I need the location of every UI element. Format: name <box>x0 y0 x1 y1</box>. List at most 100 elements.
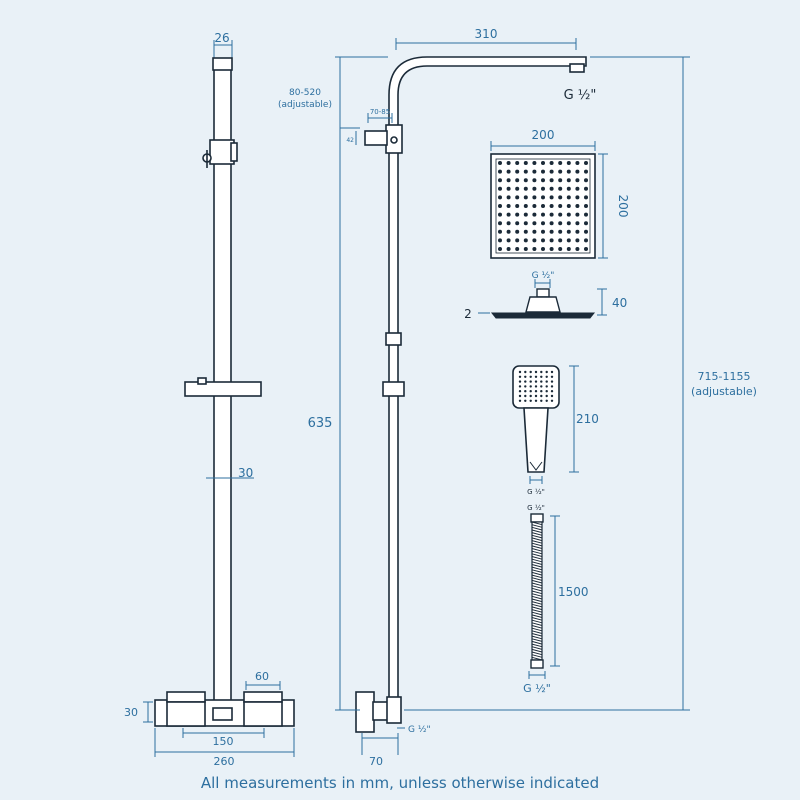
head-nozzle <box>541 247 545 251</box>
hose-coil <box>531 635 543 640</box>
head-nozzle <box>506 221 511 226</box>
head-width-label: 200 <box>532 128 555 142</box>
head-nozzle <box>498 169 502 174</box>
head-nozzle <box>523 169 528 174</box>
side-valve-handle <box>355 691 375 733</box>
head-nozzle <box>532 169 537 174</box>
head-connector-nut <box>536 288 550 298</box>
head-nozzle <box>584 178 588 183</box>
hose-coil <box>531 633 543 637</box>
head-nozzle <box>541 195 545 200</box>
head-nozzle <box>566 229 571 234</box>
head-nozzle <box>566 195 571 200</box>
handset-nozzle <box>524 394 527 398</box>
hose-coil <box>531 622 543 626</box>
handset-nozzle <box>540 390 543 393</box>
head-nozzle <box>515 247 520 251</box>
hose-coil <box>531 558 543 563</box>
head-nozzle <box>558 169 563 174</box>
handset-nozzle <box>540 370 543 374</box>
handset-nozzle <box>540 394 543 398</box>
handset-nozzle <box>529 385 532 388</box>
side-top-bracket-screw <box>390 136 398 144</box>
head-nozzle <box>575 247 580 251</box>
handset-handle-end <box>529 461 543 471</box>
head-nozzle <box>506 195 511 200</box>
head-nozzle <box>566 212 571 217</box>
hose-coil <box>531 564 543 568</box>
head-nozzle <box>584 204 588 208</box>
head-nozzle <box>506 238 511 243</box>
head-nozzle <box>506 161 511 165</box>
hose-coil <box>531 601 543 605</box>
head-nozzle <box>558 204 563 208</box>
hose-coil <box>531 606 543 611</box>
hose-top-thread-label: G ½" <box>527 504 545 512</box>
handset-nozzle <box>550 390 554 393</box>
head-nozzle <box>515 238 520 243</box>
head-nozzle <box>498 186 502 191</box>
hose-coil <box>531 534 543 539</box>
hose-coil <box>531 638 543 642</box>
head-nozzle <box>558 195 563 200</box>
hose-coil <box>531 537 543 542</box>
hose-coil <box>531 630 543 634</box>
hose-coil <box>531 553 543 557</box>
head-nozzle <box>498 212 502 217</box>
head-nozzle <box>532 186 537 191</box>
front-slider-knob <box>197 377 207 385</box>
head-nozzle <box>498 195 502 200</box>
head-nozzle <box>506 178 511 183</box>
hose-coil <box>531 566 543 571</box>
hose-coil <box>531 540 543 544</box>
head-nozzle <box>523 229 528 234</box>
head-nozzle <box>532 238 537 243</box>
handset-nozzle <box>550 399 554 402</box>
head-nozzle <box>584 229 588 234</box>
handset-nozzle <box>545 375 548 378</box>
head-nozzle <box>506 204 511 208</box>
valve-height-label: 30 <box>124 706 138 719</box>
head-nozzle <box>532 221 537 226</box>
handset-nozzle <box>518 375 522 378</box>
hose-coil <box>531 625 543 629</box>
head-nozzle <box>549 169 554 174</box>
head-nozzle <box>541 221 545 226</box>
hose-coil <box>531 593 543 597</box>
handset-nozzle <box>529 399 532 402</box>
head-nozzle <box>498 247 502 251</box>
valve-width-label: 260 <box>214 755 235 768</box>
head-nozzle <box>549 195 554 200</box>
rail-height-label: 635 <box>308 416 333 431</box>
hose-top-nut <box>530 513 544 523</box>
head-nozzle <box>575 161 580 165</box>
head-nozzle <box>549 161 554 165</box>
head-nozzle <box>575 229 580 234</box>
footer-note: All measurements in mm, unless otherwise… <box>200 774 600 792</box>
valve-projection-label: 70 <box>369 755 383 768</box>
head-nozzle <box>566 186 571 191</box>
front-valve-right-inlet <box>243 691 283 703</box>
handset-nozzle <box>545 399 548 402</box>
hose-coil <box>531 646 543 650</box>
head-nozzle <box>523 161 528 165</box>
hose-coil <box>531 532 543 536</box>
handset-nozzle <box>534 370 538 374</box>
head-nozzle <box>549 221 554 226</box>
head-nozzle <box>532 229 537 234</box>
head-nozzle <box>523 212 528 217</box>
handset-nozzle <box>529 394 532 398</box>
hose-coil <box>531 643 543 648</box>
side-top-bracket-arm <box>364 130 388 146</box>
hose-coil <box>531 550 543 555</box>
head-nozzle <box>584 169 588 174</box>
shower-head-top-view: 200 200 <box>490 128 630 259</box>
head-nozzle <box>549 212 554 217</box>
handset-nozzle <box>524 370 527 374</box>
hose-coil <box>531 651 543 656</box>
side-joint-ring <box>385 332 402 346</box>
handset-nozzle <box>534 380 538 383</box>
hose-coil <box>531 529 543 534</box>
front-wall-bracket <box>209 139 235 165</box>
hose-coil <box>531 571 543 576</box>
